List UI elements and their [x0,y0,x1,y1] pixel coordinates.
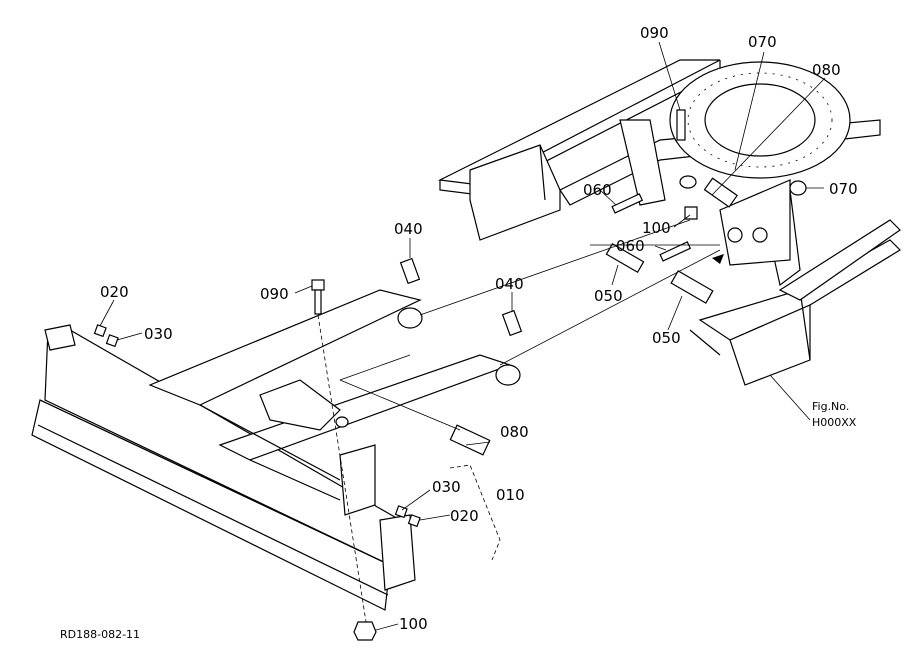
label-040-right: 040 [495,275,524,293]
label-030-right: 030 [432,478,461,496]
bolt-090-left [311,279,325,315]
label-090-top: 090 [640,24,669,42]
nut-100-bottom [353,621,377,641]
label-010: 010 [496,486,525,504]
fig-code: H000XX [812,416,857,429]
assembly-lines [317,219,721,623]
label-060-left: 060 [583,181,612,199]
tractor-frame [437,59,901,386]
leader-lines [99,41,826,631]
grease-fittings [399,257,523,337]
label-020-left: 020 [100,283,129,301]
drawing-code: RD188-082-11 [60,628,140,641]
part-labels: 010 020 020 030 030 040 040 050 050 060 … [60,24,858,641]
label-080-top: 080 [812,61,841,79]
fig-no-label: Fig.No. [812,400,849,413]
label-050-left: 050 [594,287,623,305]
label-070-right: 070 [829,180,858,198]
label-020-right: 020 [450,507,479,525]
label-100-upper: 100 [642,219,671,237]
label-050-right: 050 [652,329,681,347]
label-100-bottom: 100 [399,615,428,633]
front-blade [31,324,416,611]
label-070-top: 070 [748,33,777,51]
label-030-left: 030 [144,325,173,343]
mount-frame [148,289,521,516]
label-090-left: 090 [260,285,289,303]
label-040-left: 040 [394,220,423,238]
label-060-right: 060 [616,237,645,255]
label-080-mid: 080 [500,423,529,441]
